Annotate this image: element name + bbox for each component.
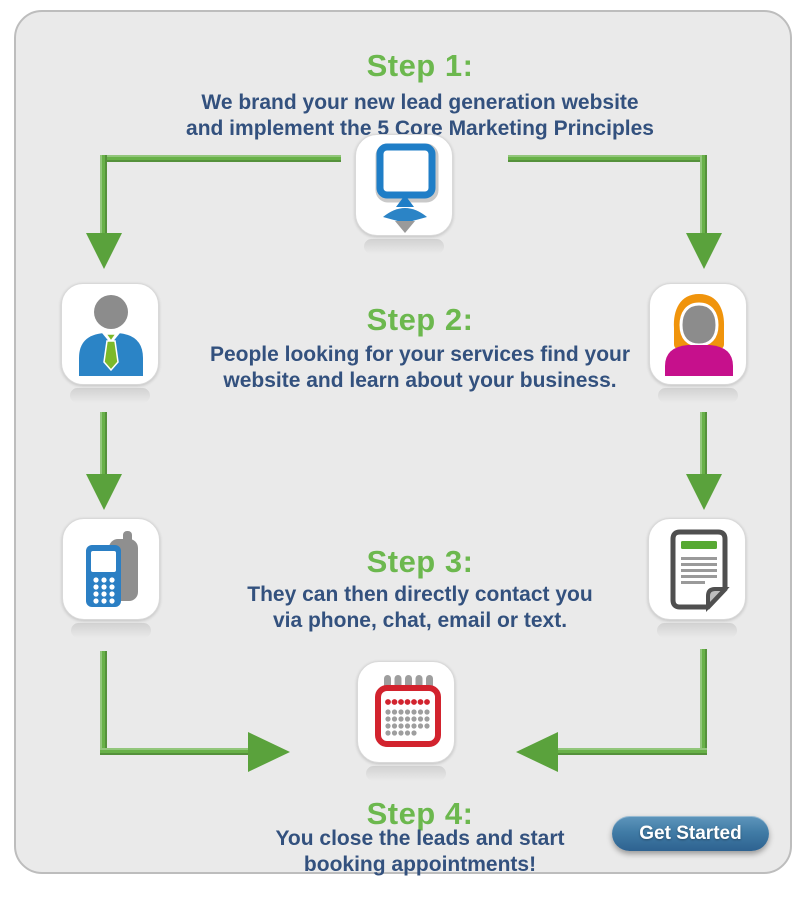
step2-title: Step 2: — [366, 302, 474, 337]
arrowhead-left-icon — [516, 732, 558, 772]
arrow-shaft — [700, 412, 707, 474]
icon-reflection — [71, 623, 151, 638]
step3-title: Step 3: — [366, 544, 474, 579]
arrow-shaft — [100, 412, 107, 474]
step2-body: People looking for your services find yo… — [30, 342, 810, 394]
step4-body-line2: booking appointments! — [303, 853, 537, 876]
step1-body: We brand your new lead generation websit… — [30, 90, 810, 142]
businessman-icon-art — [79, 295, 143, 376]
document-icon — [648, 518, 746, 638]
icon-reflection — [70, 388, 150, 403]
get-started-button[interactable]: Get Started — [612, 816, 769, 851]
step1-title: Step 1: — [366, 48, 474, 83]
calendar-icon — [357, 661, 455, 781]
step1-body-line2: and implement the 5 Core Marketing Princ… — [186, 117, 654, 140]
calendar-icon-art — [375, 675, 441, 747]
step1-body-line1: We brand your new lead generation websit… — [201, 91, 639, 114]
step2-body-line2: website and learn about your business. — [223, 369, 617, 392]
mobile-phone-icon — [62, 518, 160, 638]
monitor-icon-art — [375, 143, 439, 233]
businesswoman-icon-art — [665, 294, 733, 376]
icon-reflection — [658, 388, 738, 403]
step4-body-line1: You close the leads and start — [275, 827, 565, 850]
arrow-shaft — [100, 155, 107, 233]
arrow-shaft — [100, 155, 341, 162]
arrow-shaft — [700, 649, 707, 755]
arrowhead-right-icon — [248, 732, 290, 772]
step3-body-line1: They can then directly contact you — [247, 583, 593, 606]
icon-reflection — [366, 766, 446, 781]
arrow-shaft — [700, 155, 707, 233]
icon-reflection — [657, 623, 737, 638]
document-icon-art — [670, 529, 730, 613]
step3-body: They can then directly contact you via p… — [30, 582, 810, 634]
monitor-icon — [355, 134, 453, 254]
arrow-shaft — [558, 748, 707, 755]
arrowhead-down-icon — [686, 474, 722, 510]
icon-reflection — [364, 239, 444, 254]
businessman-icon — [61, 283, 159, 403]
arrowhead-down-icon — [86, 474, 122, 510]
step2-body-line1: People looking for your services find yo… — [209, 343, 631, 366]
arrowhead-down-icon — [86, 233, 122, 269]
step3-body-line2: via phone, chat, email or text. — [272, 609, 568, 632]
mobile-phone-icon-art — [86, 531, 138, 607]
arrow-shaft — [100, 651, 107, 755]
step4-title: Step 4: — [366, 796, 474, 831]
arrow-shaft — [508, 155, 707, 162]
step4-body: You close the leads and start booking ap… — [30, 826, 810, 878]
businesswoman-icon — [649, 283, 747, 403]
arrowhead-down-icon — [686, 233, 722, 269]
arrow-shaft — [100, 748, 248, 755]
